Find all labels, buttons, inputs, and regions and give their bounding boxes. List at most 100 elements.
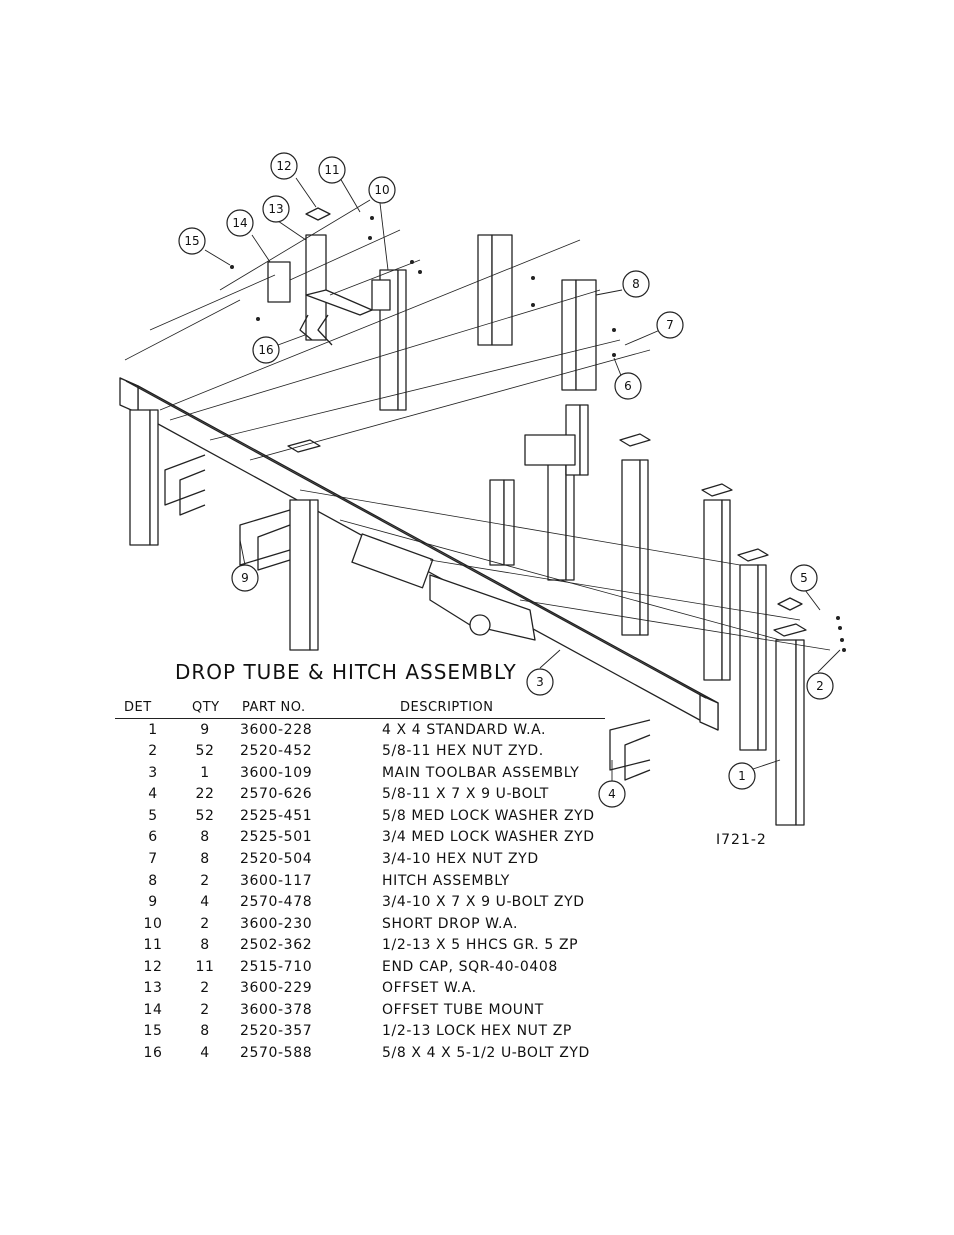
u-bolts bbox=[164, 314, 651, 781]
desc-cell: END CAP, SQR-40-0408 bbox=[382, 959, 558, 975]
det-cell: 9 bbox=[148, 894, 158, 910]
qty-cell: 9 bbox=[200, 722, 210, 738]
callout-10 bbox=[368, 176, 396, 204]
header-description: DESCRIPTION bbox=[400, 700, 494, 715]
det-cell: 12 bbox=[143, 959, 163, 975]
callout-5-label: 5 bbox=[800, 571, 808, 585]
callout-7 bbox=[656, 311, 684, 339]
det-cell: 14 bbox=[143, 1002, 163, 1018]
desc-cell: 5/8 X 4 X 5-1/2 U-BOLT ZYD bbox=[382, 1045, 590, 1061]
qty-cell: 52 bbox=[195, 808, 215, 824]
callout-15 bbox=[178, 227, 206, 255]
desc-cell: SHORT DROP W.A. bbox=[382, 916, 519, 932]
desc-cell: OFFSET W.A. bbox=[382, 980, 477, 996]
qty-cell: 4 bbox=[200, 1045, 210, 1061]
desc-cell: MAIN TOOLBAR ASSEMBLY bbox=[382, 765, 580, 781]
desc-cell: 1/2-13 X 5 HHCS GR. 5 ZP bbox=[382, 937, 579, 953]
qty-cell: 4 bbox=[200, 894, 210, 910]
part-cell: 2525-451 bbox=[240, 808, 313, 824]
callout-1 bbox=[728, 762, 756, 790]
callout-10-label: 10 bbox=[374, 183, 389, 197]
qty-cell: 22 bbox=[195, 786, 215, 802]
desc-cell: 3/4-10 X 7 X 9 U-BOLT ZYD bbox=[382, 894, 585, 910]
fasteners bbox=[230, 216, 846, 652]
part-cell: 2570-478 bbox=[240, 894, 313, 910]
part-cell: 3600-117 bbox=[240, 873, 313, 889]
det-cell: 10 bbox=[143, 916, 163, 932]
callout-13 bbox=[262, 195, 290, 223]
part-cell: 2570-626 bbox=[240, 786, 313, 802]
det-cell: 6 bbox=[148, 829, 158, 845]
callout-11-label: 11 bbox=[324, 163, 339, 177]
callout-9 bbox=[231, 564, 259, 592]
part-cell: 2520-504 bbox=[240, 851, 313, 867]
qty-cell: 8 bbox=[200, 1023, 210, 1039]
callout-11 bbox=[318, 156, 346, 184]
det-cell: 3 bbox=[148, 765, 158, 781]
callout-5 bbox=[790, 564, 818, 592]
qty-cell: 2 bbox=[200, 916, 210, 932]
qty-cell: 52 bbox=[195, 743, 215, 759]
callout-12 bbox=[270, 152, 298, 180]
qty-cell: 1 bbox=[200, 765, 210, 781]
callout-13-label: 13 bbox=[268, 202, 283, 216]
drawing-title: DROP TUBE & HITCH ASSEMBLY bbox=[175, 660, 517, 684]
callout-16 bbox=[252, 336, 280, 364]
callout-6 bbox=[614, 372, 642, 400]
det-cell: 2 bbox=[148, 743, 158, 759]
part-cell: 3600-230 bbox=[240, 916, 313, 932]
qty-cell: 8 bbox=[200, 851, 210, 867]
assembly-lines bbox=[124, 199, 831, 651]
part-cell: 2525-501 bbox=[240, 829, 313, 845]
callout-14 bbox=[226, 209, 254, 237]
callout-14-label: 14 bbox=[232, 216, 247, 230]
det-cell: 5 bbox=[148, 808, 158, 824]
part-cell: 3600-229 bbox=[240, 980, 313, 996]
desc-cell: 5/8 MED LOCK WASHER ZYD bbox=[382, 808, 595, 824]
header-rule bbox=[115, 718, 605, 719]
header-qty: QTY bbox=[192, 700, 220, 715]
part-cell: 2515-710 bbox=[240, 959, 313, 975]
callout-9-label: 9 bbox=[241, 571, 249, 585]
callout-4 bbox=[598, 780, 626, 808]
callout-8-label: 8 bbox=[632, 277, 640, 291]
drop-tube-legs bbox=[129, 207, 807, 826]
callout-2 bbox=[806, 672, 834, 700]
qty-cell: 11 bbox=[195, 959, 215, 975]
qty-cell: 2 bbox=[200, 1002, 210, 1018]
det-cell: 8 bbox=[148, 873, 158, 889]
desc-cell: 3/4 MED LOCK WASHER ZYD bbox=[382, 829, 595, 845]
part-cell: 2570-588 bbox=[240, 1045, 313, 1061]
part-cell: 3600-109 bbox=[240, 765, 313, 781]
det-cell: 7 bbox=[148, 851, 158, 867]
part-cell: 2520-452 bbox=[240, 743, 313, 759]
drawing-number: I721-2 bbox=[716, 832, 767, 848]
callout-3-label: 3 bbox=[536, 675, 544, 689]
qty-cell: 8 bbox=[200, 937, 210, 953]
callout-6-label: 6 bbox=[624, 379, 632, 393]
callout-7-label: 7 bbox=[666, 318, 674, 332]
det-cell: 16 bbox=[143, 1045, 163, 1061]
callout-1-label: 1 bbox=[738, 769, 746, 783]
callout-15-label: 15 bbox=[184, 234, 199, 248]
hitch-body bbox=[351, 434, 576, 641]
qty-cell: 8 bbox=[200, 829, 210, 845]
part-cell: 2502-362 bbox=[240, 937, 313, 953]
desc-cell: 3/4-10 HEX NUT ZYD bbox=[382, 851, 539, 867]
desc-cell: 5/8-11 HEX NUT ZYD. bbox=[382, 743, 544, 759]
det-cell: 4 bbox=[148, 786, 158, 802]
hitch-uprights bbox=[477, 234, 597, 566]
callout-3 bbox=[526, 668, 554, 696]
desc-cell: HITCH ASSEMBLY bbox=[382, 873, 510, 889]
part-cell: 2520-357 bbox=[240, 1023, 313, 1039]
det-cell: 1 bbox=[148, 722, 158, 738]
callout-leaders bbox=[204, 177, 841, 782]
desc-cell: 5/8-11 X 7 X 9 U-BOLT bbox=[382, 786, 549, 802]
part-cell: 3600-228 bbox=[240, 722, 313, 738]
qty-cell: 2 bbox=[200, 873, 210, 889]
det-cell: 13 bbox=[143, 980, 163, 996]
callout-4-label: 4 bbox=[608, 787, 616, 801]
offset-tube-assembly bbox=[267, 234, 391, 341]
desc-cell: 4 X 4 STANDARD W.A. bbox=[382, 722, 547, 738]
